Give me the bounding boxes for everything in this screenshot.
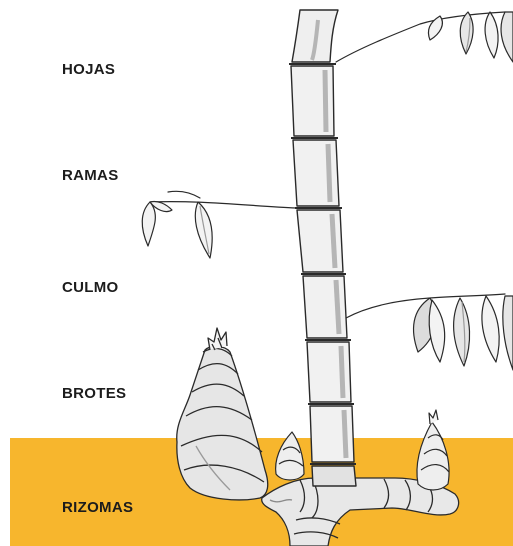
culm bbox=[289, 10, 356, 486]
label-ramas: RAMAS bbox=[62, 167, 119, 184]
right-shoot bbox=[417, 410, 449, 490]
label-culmo: CULMO bbox=[62, 279, 119, 296]
label-hojas: HOJAS bbox=[62, 61, 115, 78]
small-shoot bbox=[276, 432, 304, 480]
label-rizomas: RIZOMAS bbox=[62, 499, 133, 516]
label-brotes: BROTES bbox=[62, 385, 126, 402]
bamboo-shoot bbox=[177, 328, 268, 500]
